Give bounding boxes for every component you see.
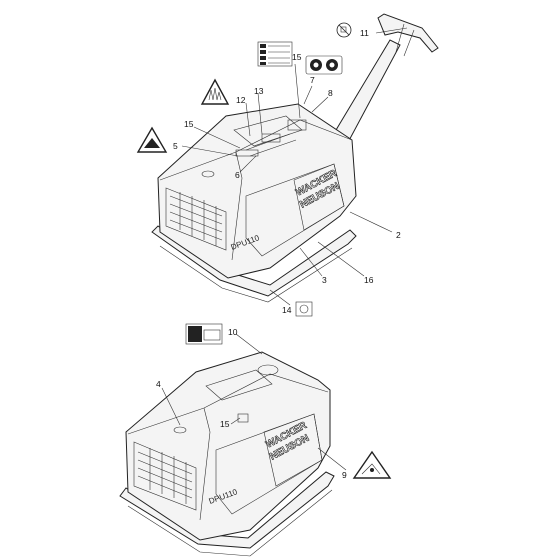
callout-5: 5 [173,141,178,151]
callout-numbers: 11 15 7 8 13 12 15 5 6 2 3 16 14 10 4 15… [156,28,401,480]
callout-9: 9 [342,470,347,480]
callout-8: 8 [328,88,333,98]
read-manual-icon [185,323,223,345]
lower-machine: WACKER NEUSON DPU110 [119,351,335,557]
front-grille-lower [133,441,197,511]
callout-3: 3 [322,275,327,285]
callout-2: 2 [396,230,401,240]
callout-12: 12 [236,95,246,105]
callout-15-lower: 15 [220,419,230,429]
hot-surface-warning-icon [200,78,230,105]
lifting-point-icon [295,301,313,317]
foot-crush-warning-icon [352,450,392,479]
callout-4: 4 [156,379,161,389]
front-grille [165,187,227,251]
callout-14: 14 [282,305,292,315]
callout-15-left: 15 [184,119,194,129]
callout-13: 13 [254,86,264,96]
ear-and-eye-protection-icon [305,55,343,75]
warning-label-block [257,41,293,67]
callout-15-top: 15 [292,52,302,62]
callout-6: 6 [235,170,240,180]
hand-crush-warning-icon [136,126,168,153]
callout-10: 10 [228,327,238,337]
leader-lines [161,27,408,471]
callout-7: 7 [310,75,315,85]
no-symbol-icon [336,22,352,38]
upper-machine: WACKER NEUSON DPU110 [151,13,439,303]
callout-11: 11 [360,28,369,38]
callout-16: 16 [364,275,374,285]
